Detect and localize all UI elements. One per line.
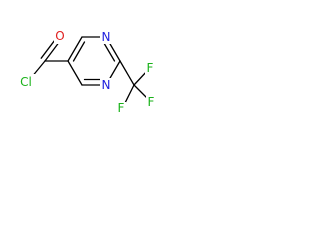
bond-ring-c4-c5 — [67, 60, 83, 86]
chlorine-label: Cl — [20, 75, 32, 89]
bond-carbonyl-oxygen-a — [44, 42, 60, 62]
bond-ring-n1-c2-inner — [102, 41, 116, 62]
bond-ring-c6-c5-inner — [72, 41, 86, 62]
ring-nitrogen-3-label: N — [102, 78, 111, 92]
fluorine-bottom-label: F — [118, 101, 125, 115]
bond-carbonyl-oxygen-b — [40, 39, 56, 59]
bond-ring-cf3 — [119, 60, 135, 86]
fluorine-top-label: F — [147, 61, 154, 75]
bond-cf3-f-bottom — [123, 84, 135, 106]
fluorine-right-label: F — [148, 95, 155, 109]
bonds — [30, 36, 150, 106]
carbonyl-oxygen-label: O — [55, 29, 64, 43]
atom-labels: Cl O N N F F F — [17, 29, 156, 115]
molecule-structure-diagram: Cl O N N F F F — [17, 29, 156, 115]
ring-nitrogen-1-label: N — [102, 30, 111, 44]
bond-ring-c5-c6 — [67, 36, 83, 62]
